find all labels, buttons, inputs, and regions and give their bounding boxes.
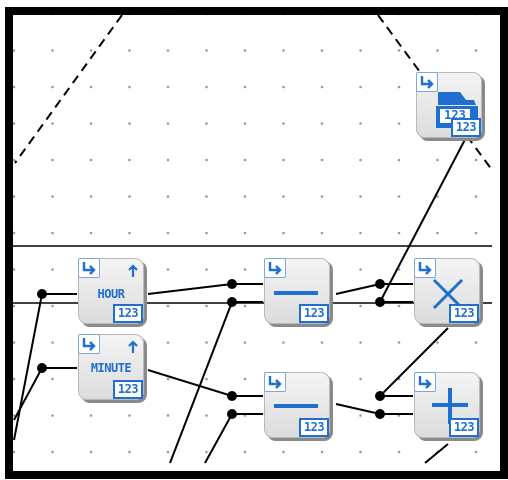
junction-dot bbox=[375, 297, 385, 307]
junction-dot bbox=[37, 289, 47, 299]
link-tag-icon[interactable] bbox=[416, 72, 438, 92]
junction-dot bbox=[227, 279, 237, 289]
value-box: 123 bbox=[449, 418, 479, 437]
arrow-up-icon bbox=[128, 264, 138, 277]
value-box: 123 bbox=[299, 304, 329, 323]
value-box: 123 bbox=[449, 304, 479, 323]
subtract-block-bottom[interactable]: 123 bbox=[264, 372, 330, 438]
value-box: 123 bbox=[113, 380, 143, 399]
plus-icon bbox=[432, 388, 468, 424]
numeric-display-icon bbox=[436, 92, 478, 128]
junction-dot bbox=[375, 409, 385, 419]
wire-add-out bbox=[424, 443, 449, 464]
junction-dot bbox=[227, 391, 237, 401]
value-box: 123 bbox=[113, 304, 143, 323]
arrow-up-icon bbox=[128, 340, 138, 353]
numeric-display-block[interactable]: 123 123 bbox=[416, 72, 482, 138]
junction-dots bbox=[37, 279, 385, 419]
block-label: HOUR bbox=[97, 287, 125, 301]
link-tag-icon[interactable] bbox=[78, 258, 100, 278]
link-tag-icon[interactable] bbox=[264, 258, 286, 278]
junction-dot bbox=[227, 409, 237, 419]
add-block[interactable]: 123 bbox=[414, 372, 480, 438]
value-box: 123 bbox=[299, 418, 329, 437]
minus-icon bbox=[274, 291, 318, 295]
minute-block[interactable]: MINUTE 123 bbox=[78, 334, 144, 400]
link-tag-icon[interactable] bbox=[414, 372, 436, 392]
multiply-block[interactable]: 123 bbox=[414, 258, 480, 324]
dashed-outline-left bbox=[14, 14, 123, 164]
junction-dot bbox=[375, 279, 385, 289]
minus-icon bbox=[274, 404, 318, 408]
link-tag-icon[interactable] bbox=[264, 372, 286, 392]
hour-block[interactable]: HOUR 123 bbox=[78, 258, 144, 324]
value-box: 123 bbox=[451, 118, 481, 137]
link-tag-icon[interactable] bbox=[78, 334, 100, 354]
junction-dot bbox=[37, 363, 47, 373]
junction-dot bbox=[375, 391, 385, 401]
block-label: MINUTE bbox=[90, 361, 132, 375]
link-tag-icon[interactable] bbox=[414, 258, 436, 278]
multiply-icon bbox=[432, 278, 464, 310]
subtract-block-top[interactable]: 123 bbox=[264, 258, 330, 324]
junction-dot bbox=[227, 297, 237, 307]
